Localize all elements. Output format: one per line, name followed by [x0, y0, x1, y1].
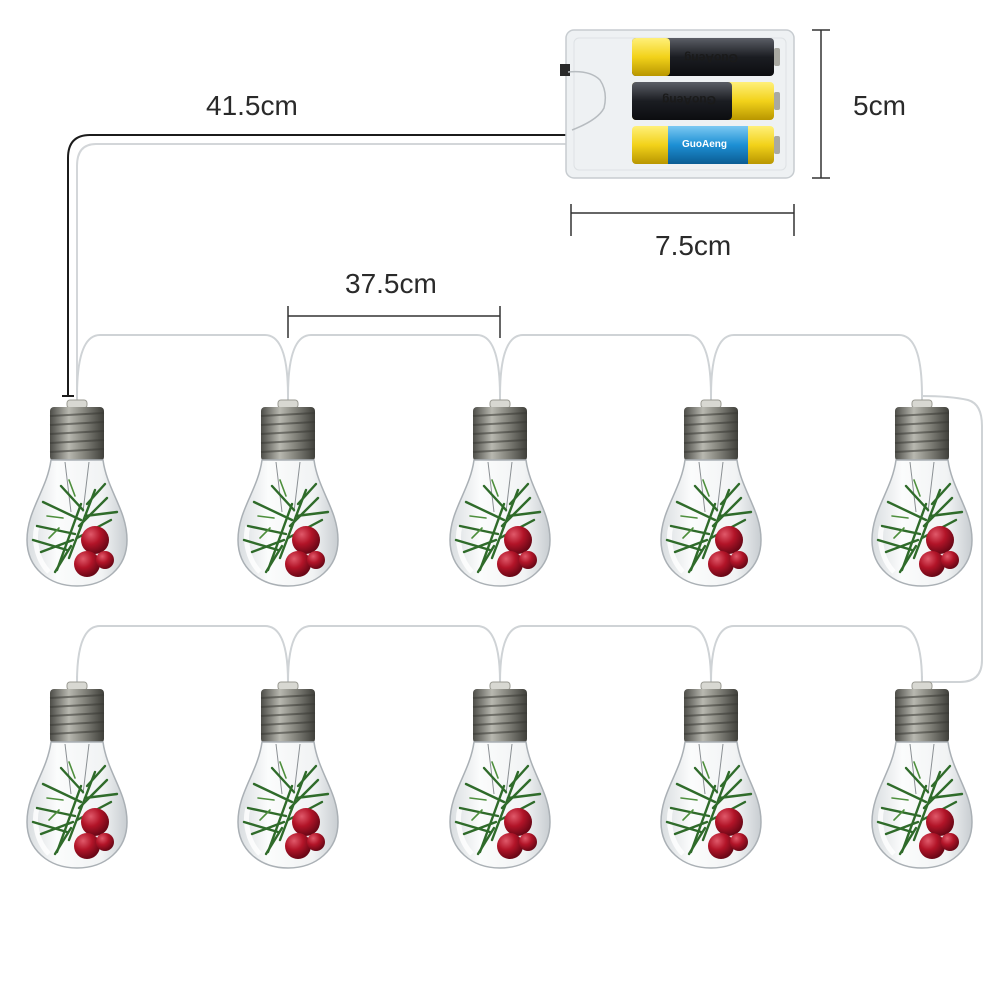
bulb-spacing-label: 37.5cm — [345, 268, 437, 299]
bulb — [661, 676, 761, 868]
battery — [632, 38, 780, 76]
bulb-row-1 — [27, 394, 972, 586]
lead-wire-length-label: 41.5cm — [206, 90, 298, 121]
lead-wire — [67, 134, 566, 396]
bulb — [27, 676, 127, 868]
dimension-height-line — [812, 29, 830, 179]
bulb — [27, 394, 127, 586]
bulb — [872, 676, 972, 868]
battery-box-height-label: 5cm — [853, 90, 906, 121]
battery-box — [560, 29, 795, 179]
bulb-wires — [76, 334, 983, 683]
bulb — [238, 676, 338, 868]
bulb-row-2 — [27, 676, 972, 868]
bulb — [661, 394, 761, 586]
dimension-spacing-line — [287, 306, 501, 338]
bulb — [450, 676, 550, 868]
bulb — [450, 394, 550, 586]
battery — [632, 82, 780, 120]
dimension-width-line — [570, 204, 795, 236]
bulb — [872, 394, 972, 586]
battery-box-width-label: 7.5cm — [655, 230, 732, 261]
bulb — [238, 394, 338, 586]
battery — [632, 126, 780, 164]
